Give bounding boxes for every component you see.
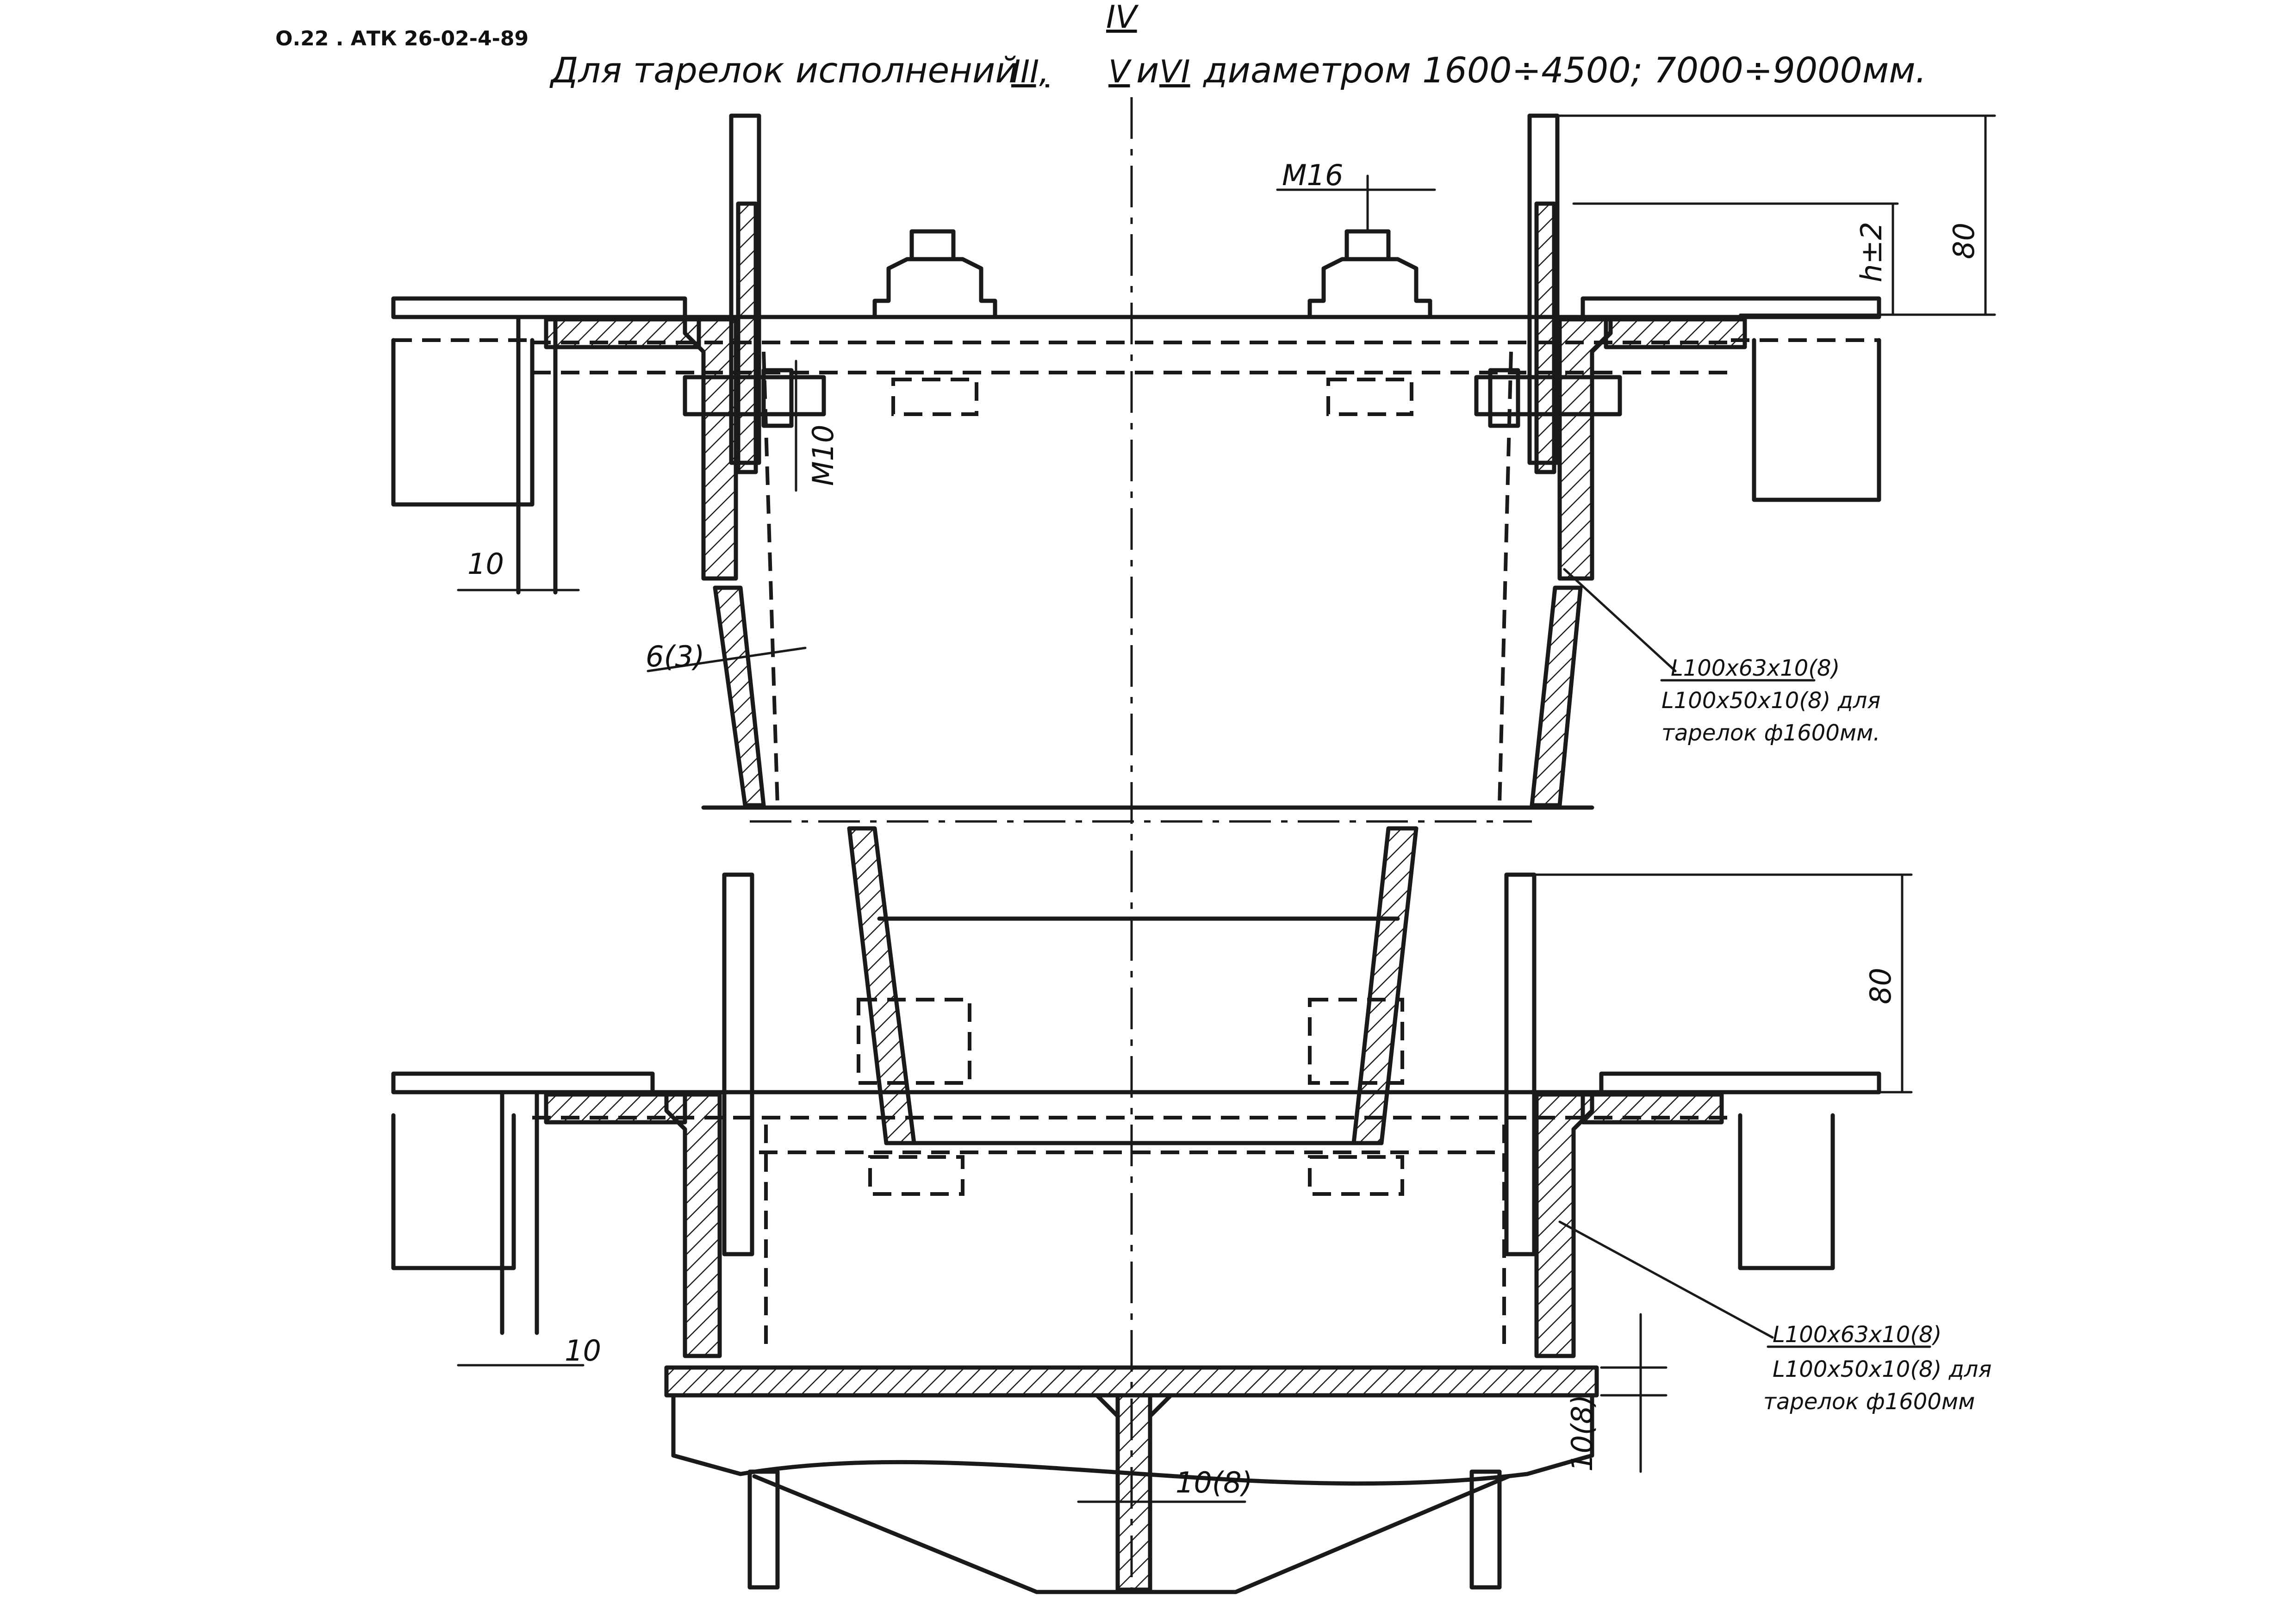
lower-left-tray [391,1071,655,1094]
angle-note-upper-2: L100x50x10(8) для [1661,688,1880,714]
side-bolt-nut-right [1488,368,1520,428]
bolt-stud-left [909,229,956,261]
bolt-nut-hidden-left [891,378,978,416]
bolt-head-left [872,257,997,319]
dim-h-tolerance: h±2 [1854,222,1888,282]
side-bolt-shank-left [683,375,826,417]
dim-10-upper: 10 [467,547,504,581]
upper-bolt-right [1307,229,1432,416]
right-tray-hatched [1604,317,1747,349]
right-bar-stub [1469,1469,1502,1590]
lower-view: 80 10 10(8) 10(8) L100x63x10(8) L100x50x… [391,826,1991,1594]
title-suffix: диаметром 1600÷4500; 7000÷9000мм. [1202,50,1927,91]
bottom-seal-plate [664,1365,1599,1398]
lower-right-flat-bar [1504,872,1537,1256]
right-tray-plate [1580,296,1881,319]
lower-cone-right [1351,826,1419,1145]
version-v: V [1108,54,1132,90]
side-bolt-left [683,368,826,428]
angle-note-lower-1: L100x63x10(8) [1773,1322,1941,1348]
dim-80-lower: 80 [1864,968,1898,1004]
side-bolt-right [1474,368,1622,428]
left-support-beam [391,338,535,507]
lower-nut-hidden-left [868,1155,964,1196]
document-code: О.22 . АТК 26-02-4-89 [275,27,529,50]
left-tray-hatched [544,317,701,349]
lower-bolt-hidden-right [1308,998,1404,1085]
lower-left-flat-bar [722,872,754,1256]
angle-note-lower-3: тарелок ф1600мм [1763,1389,1975,1415]
left-flat-bar-hatch [736,201,758,474]
lower-left-beam [391,1113,516,1270]
lower-left-tray-hatch [544,1092,687,1125]
dim-10-lower: 10 [565,1334,601,1368]
rib-fillets [1095,1393,1173,1418]
angle-note-upper-1: L100x63x10(8) [1671,655,1840,681]
bolt-head-right [1307,257,1432,319]
angle-note-leader-upper [1563,568,1677,672]
right-flat-bar-hatch [1534,201,1556,474]
dim-80-upper: 80 [1947,223,1981,259]
right-support-beam [1752,338,1881,502]
right-cone-inner [1498,351,1513,806]
lower-bolt-hidden-left [857,998,971,1085]
left-cone-wall [713,585,766,808]
upper-bolt-left [872,229,997,416]
angle-note-upper-3: тарелок ф1600мм. [1661,720,1880,746]
right-cone-wall [1530,585,1583,808]
lower-right-tray-hatch [1580,1092,1724,1125]
left-tray-plate [391,296,687,319]
angle-note-lower-2: L100x50x10(8) для [1773,1356,1991,1382]
lower-cone-left [847,826,916,1145]
dim-6-3: 6(3) [646,640,704,673]
dim6-leader [647,647,807,672]
side-bolt-nut-left [761,368,794,428]
title-prefix: Для тарелок исполнений [549,50,1018,91]
title-conj: и [1136,50,1159,91]
version-iv: IV [1106,0,1139,36]
right-angle-profile [1557,317,1613,581]
version-vi: VI [1159,54,1190,90]
drawing-title: Для тарелок исполнений III, IV V и VI ди… [549,0,1927,91]
bolt-stud-right [1344,229,1391,261]
lower-right-tray [1599,1071,1881,1094]
label-m16: М16 [1282,158,1343,192]
dim-10-8-plate: 10(8) [1565,1394,1599,1472]
side-bolt-shank-right [1474,375,1622,417]
center-rib [1115,1393,1152,1592]
left-bar-stub [747,1469,780,1590]
lower-nut-hidden-right [1308,1155,1404,1196]
version-iii: III, [1011,54,1049,90]
seal-pan-bottom [752,1474,1511,1594]
lower-right-beam [1738,1113,1835,1270]
bolt-nut-hidden-right [1326,378,1413,416]
upper-view: М16 М10 80 h±2 10 6(3) L100x63x10(8) L10… [391,113,1996,823]
left-angle-profile [683,317,738,581]
dim-10-8-rib: 10(8) [1176,1466,1253,1499]
angle-note-leader-lower [1558,1220,1774,1339]
label-m10: М10 [806,425,840,486]
lower-left-angle [664,1092,722,1358]
